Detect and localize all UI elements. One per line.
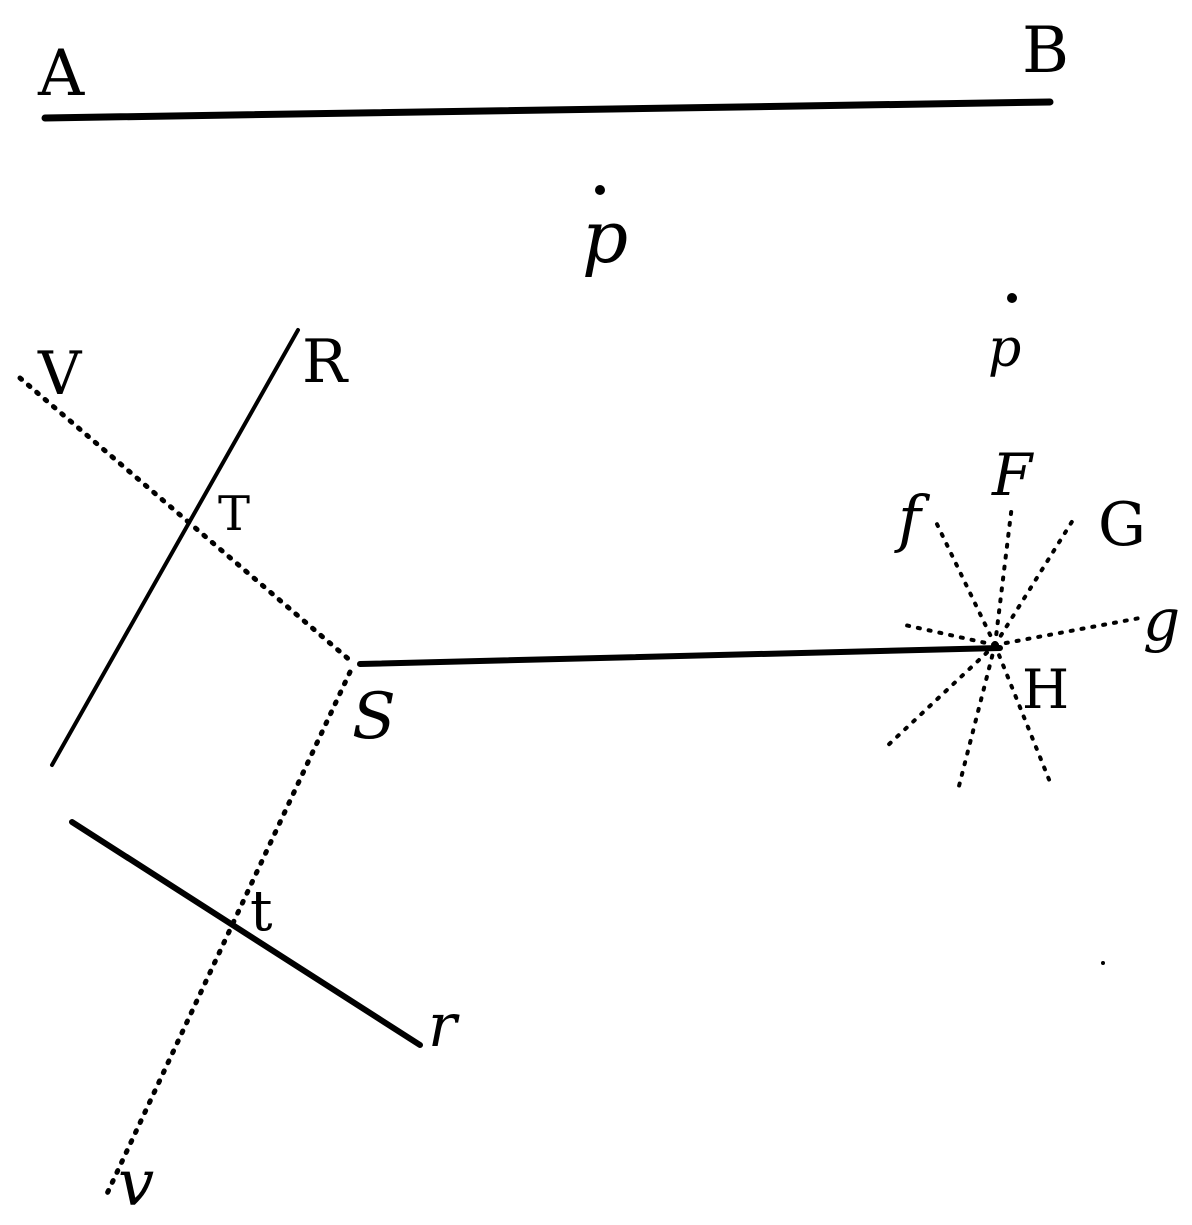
dotted-V-S (17, 375, 355, 665)
label-G: G (1098, 490, 1146, 560)
ray-left (903, 623, 997, 647)
ray-down (956, 643, 997, 792)
label-A: A (37, 37, 85, 111)
ray-lower-left (883, 643, 997, 750)
label-F: F (991, 441, 1034, 509)
dotted-S-v (102, 669, 353, 1201)
line-S-H (357, 645, 1003, 667)
label-T: T (218, 486, 250, 542)
line-AB (41, 98, 1054, 122)
ray-G (993, 518, 1075, 647)
label-S: S (352, 680, 396, 754)
label-v: v (118, 1147, 154, 1221)
ray-F (993, 503, 1014, 647)
label-g: g (1143, 586, 1180, 654)
ray-star-H (883, 503, 1142, 792)
label-B: B (1022, 14, 1069, 88)
ray-g (993, 616, 1142, 647)
stray-dot (1101, 961, 1105, 965)
label-p-upper: p (582, 195, 628, 279)
label-r: r (428, 991, 460, 1061)
label-f: f (894, 482, 931, 555)
dot-p-right (1007, 293, 1017, 303)
dot-p-upper (595, 185, 605, 195)
label-R: R (302, 327, 349, 397)
label-H: H (1022, 658, 1069, 721)
label-t: t (250, 879, 273, 944)
ray-lower-right (993, 643, 1052, 784)
ray-f (933, 518, 997, 647)
line-R-lower (50, 328, 300, 767)
label-V: V (37, 339, 83, 409)
line-r (69, 819, 423, 1048)
label-p-right: p (988, 319, 1021, 379)
